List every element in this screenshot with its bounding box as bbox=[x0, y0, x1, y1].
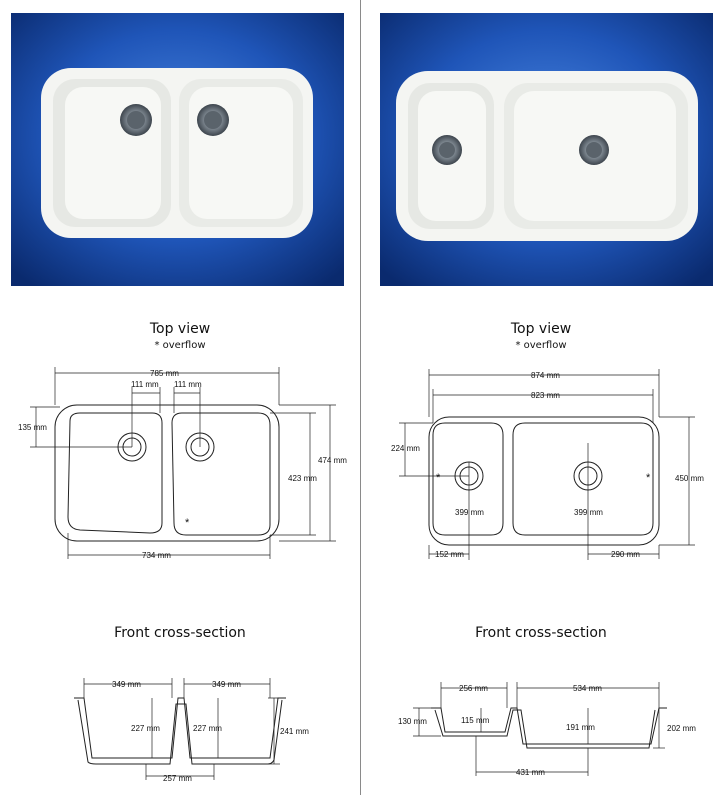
large-bowl-outline bbox=[512, 422, 654, 536]
front-section-drawing: 349 mm 349 mm 227 mm 227 mm 241 mm 257 m… bbox=[74, 678, 309, 783]
dim-small-depth: 115 mm bbox=[461, 716, 490, 725]
overflow-note: * overflow bbox=[515, 340, 567, 351]
overflow-mark-large: * bbox=[646, 472, 651, 484]
dim-small-height: 130 mm bbox=[398, 717, 427, 726]
small-bowl-outline bbox=[432, 422, 504, 536]
dim-drain-spacing: 257 mm bbox=[163, 774, 192, 783]
dim-small-drain: 399 mm bbox=[455, 508, 484, 517]
dim-large-drain: 399 mm bbox=[574, 508, 603, 517]
dim-right-depth: 227 mm bbox=[193, 724, 222, 733]
panel-divider bbox=[360, 0, 361, 795]
dim-overall-width: 874 mm bbox=[531, 371, 560, 380]
dim-overall-width: 785 mm bbox=[150, 369, 179, 378]
right-bowl-outline bbox=[171, 412, 271, 536]
dim-inner-width: 734 mm bbox=[142, 551, 171, 560]
dim-large-depth: 191 mm bbox=[566, 723, 595, 732]
overflow-mark: * bbox=[185, 517, 190, 529]
top-view-title: Top view bbox=[149, 321, 211, 337]
section-title: Front cross-section bbox=[114, 625, 246, 641]
overflow-note: * overflow bbox=[154, 340, 206, 351]
dim-overall-depth: 450 mm bbox=[675, 474, 704, 483]
dim-drain-offset: 224 mm bbox=[391, 444, 420, 453]
dim-overall-depth: 474 mm bbox=[318, 456, 347, 465]
left-panel: Top view * overflow * 785 mm 111 mm 111 … bbox=[0, 0, 360, 795]
sink-outline bbox=[428, 416, 660, 546]
dim-small-bowl-width: 256 mm bbox=[459, 684, 488, 693]
dim-bowl-a: 111 mm bbox=[131, 380, 159, 389]
dim-drain-offset: 135 mm bbox=[18, 423, 47, 432]
dim-left-depth: 227 mm bbox=[131, 724, 160, 733]
dim-left-edge: 152 mm bbox=[435, 550, 464, 559]
right-panel: Top view * overflow * * 874 mm 823 mm 22… bbox=[361, 0, 721, 795]
dim-overall-height: 202 mm bbox=[667, 724, 696, 733]
dim-bowl-b: 111 mm bbox=[174, 380, 202, 389]
dim-bowl-right-width: 349 mm bbox=[212, 680, 241, 689]
dim-bowl-depth: 423 mm bbox=[288, 474, 317, 483]
top-view-drawing: * * 874 mm 823 mm 224 mm 450 mm 399 mm 3… bbox=[391, 369, 704, 560]
left-bowl-outline bbox=[67, 412, 163, 534]
sink-outline bbox=[54, 404, 280, 542]
dim-inner-width: 823 mm bbox=[531, 391, 560, 400]
overflow-mark: * bbox=[436, 472, 441, 484]
top-view-drawing: * 785 mm 111 mm 111 mm 135 mm 423 mm 474… bbox=[18, 367, 347, 560]
top-view-title: Top view bbox=[510, 321, 572, 337]
dim-bowl-left-width: 349 mm bbox=[112, 680, 141, 689]
bowl-and-half-sink-photo bbox=[380, 13, 713, 286]
front-section-drawing: 256 mm 534 mm 130 mm 115 mm 191 mm 202 m… bbox=[398, 682, 696, 777]
dim-large-bowl-width: 534 mm bbox=[573, 684, 602, 693]
dim-right-edge: 290 mm bbox=[611, 550, 640, 559]
dim-overall-height: 241 mm bbox=[280, 727, 309, 736]
section-title: Front cross-section bbox=[475, 625, 607, 641]
dim-drain-spacing: 431 mm bbox=[516, 768, 545, 777]
double-bowl-sink-photo bbox=[11, 13, 344, 286]
